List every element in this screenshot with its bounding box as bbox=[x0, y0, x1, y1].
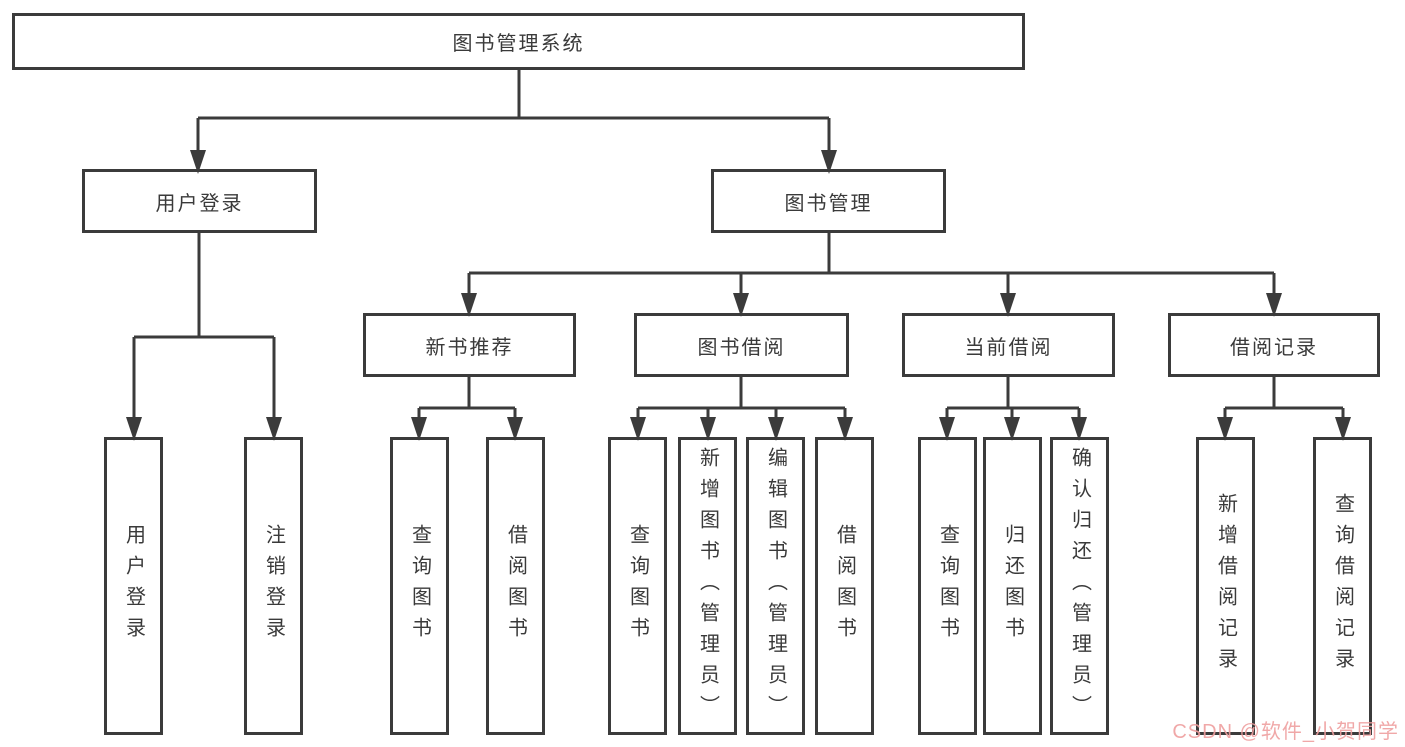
leaf-query-borrow-record: 查询借阅记录 bbox=[1313, 437, 1372, 735]
node-book-management: 图书管理 bbox=[711, 169, 946, 233]
leaf-label: 归还图书 bbox=[1001, 524, 1024, 648]
node-library-management-system: 图书管理系统 bbox=[12, 13, 1025, 70]
leaf-user-login: 用户登录 bbox=[104, 437, 163, 735]
node-label: 图书管理系统 bbox=[452, 33, 585, 55]
leaf-label: 新增借阅记录 bbox=[1214, 493, 1237, 679]
node-current-borrow: 当前借阅 bbox=[902, 313, 1115, 377]
node-new-book-recommend: 新书推荐 bbox=[363, 313, 576, 377]
node-book-borrow: 图书借阅 bbox=[634, 313, 849, 377]
csdn-watermark: CSDN @软件_小贺同学 bbox=[1172, 721, 1399, 743]
leaf-label: 查询图书 bbox=[936, 524, 959, 648]
leaf-query-books-recommend: 查询图书 bbox=[390, 437, 449, 735]
leaf-label: 借阅图书 bbox=[833, 524, 856, 648]
node-label: 图书管理 bbox=[784, 192, 873, 215]
node-borrow-records: 借阅记录 bbox=[1168, 313, 1380, 377]
leaf-query-books-borrow: 查询图书 bbox=[608, 437, 667, 735]
leaf-borrow-books-recommend: 借阅图书 bbox=[486, 437, 545, 735]
leaf-confirm-return-admin: 确认归还（管理员） bbox=[1050, 437, 1109, 735]
leaf-label: 借阅图书 bbox=[504, 524, 527, 648]
leaf-label: 新增图书（管理员） bbox=[696, 446, 719, 726]
leaf-return-books: 归还图书 bbox=[983, 437, 1042, 735]
node-label: 当前借阅 bbox=[964, 336, 1053, 359]
leaf-label: 查询借阅记录 bbox=[1331, 493, 1354, 679]
node-label: 新书推荐 bbox=[425, 336, 514, 359]
leaf-logout: 注销登录 bbox=[244, 437, 303, 735]
leaf-label: 查询图书 bbox=[626, 524, 649, 648]
node-label: 借阅记录 bbox=[1230, 336, 1318, 359]
leaf-label: 查询图书 bbox=[408, 524, 431, 648]
leaf-add-borrow-record: 新增借阅记录 bbox=[1196, 437, 1255, 735]
node-label: 用户登录 bbox=[155, 192, 244, 215]
leaf-label: 注销登录 bbox=[262, 524, 285, 648]
node-user-login: 用户登录 bbox=[82, 169, 317, 233]
leaf-add-books-admin: 新增图书（管理员） bbox=[678, 437, 737, 735]
leaf-borrow-books: 借阅图书 bbox=[815, 437, 874, 735]
leaf-query-books-current: 查询图书 bbox=[918, 437, 977, 735]
leaf-label: 用户登录 bbox=[122, 524, 145, 648]
node-label: 图书借阅 bbox=[697, 336, 786, 359]
leaf-label: 编辑图书（管理员） bbox=[764, 446, 787, 726]
leaf-label: 确认归还（管理员） bbox=[1068, 446, 1091, 726]
leaf-edit-books-admin: 编辑图书（管理员） bbox=[746, 437, 805, 735]
